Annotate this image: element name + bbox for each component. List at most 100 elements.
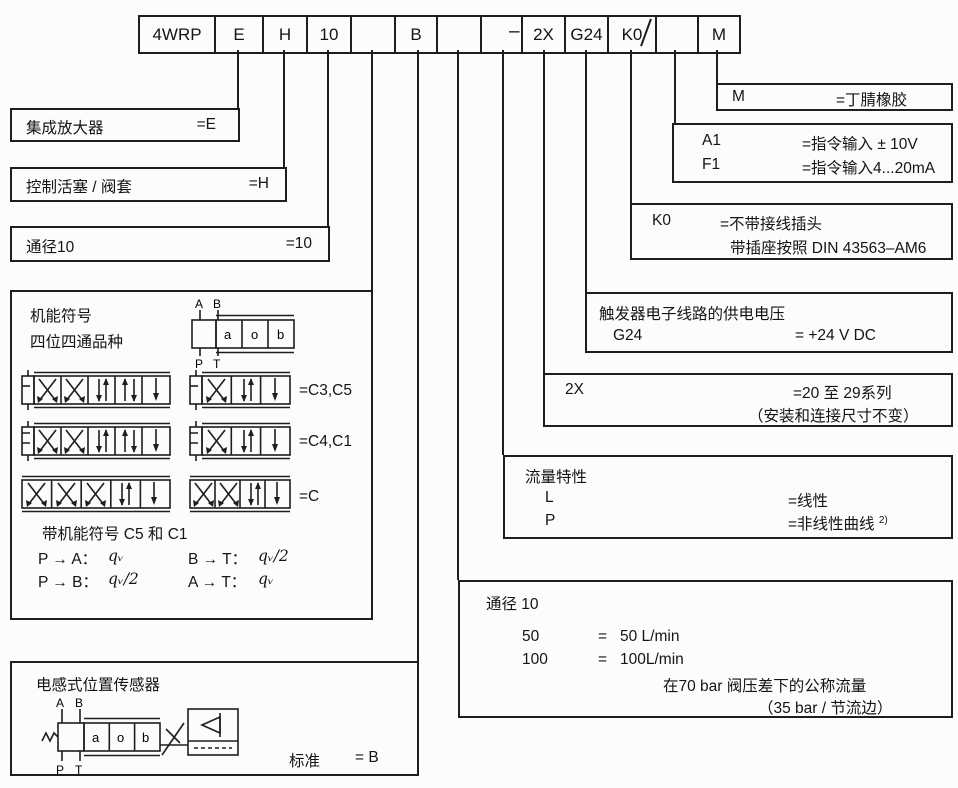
valve-symbol-wide-2	[21, 421, 171, 461]
code-cell-size: 10	[308, 17, 352, 52]
code-cell-series: 2X	[523, 17, 566, 52]
flow-char-l-code: L	[545, 489, 554, 506]
size-box: 通径10 =10	[10, 226, 330, 262]
sensor-pos-o-label: o	[117, 730, 124, 745]
flow-characteristic-box: 流量特性 L =线性 P =非线性曲线 2)	[503, 455, 953, 539]
flow-rate-100-eq: =	[598, 651, 608, 668]
flow-line-1-v1: qᵥ	[108, 547, 124, 565]
command-row-a1-value: =指令输入 ± 10V	[802, 136, 918, 153]
connector-line-spool	[283, 50, 285, 167]
connector-code: K0	[652, 212, 671, 229]
size-label: 通径10	[26, 239, 75, 256]
port-p-label: P	[195, 357, 203, 371]
code-cell-command	[657, 17, 699, 52]
seal-value: =丁腈橡胶	[836, 92, 908, 109]
flow-char-p-value-text: =非线性曲线	[788, 516, 875, 533]
code-cell-amplifier: E	[216, 17, 264, 52]
connector-line-flow	[457, 50, 459, 580]
flow-rate-note-1: 在70 bar 阀压差下的公称流量	[663, 678, 867, 695]
spool-position-diagram: A B a o b P T	[191, 297, 295, 371]
connector-box: K0 =不带接线插头 带插座按照 DIN 43563–AM6	[630, 203, 953, 260]
flow-rate-50-value: 50 L/min	[620, 628, 680, 645]
symbols-title-1: 机能符号	[30, 308, 93, 325]
sensor-pos-b-label: b	[142, 730, 149, 745]
series-box: 2X =20 至 29系列 （安装和连接尺寸不变）	[543, 373, 953, 427]
flow-line-1-c1: P → A：	[38, 551, 98, 568]
sensor-title: 电感式位置传感器	[36, 677, 161, 694]
connector-line-seal	[716, 50, 718, 83]
pos-a-label: a	[224, 327, 232, 342]
flow-char-p-value: =非线性曲线 2)	[788, 512, 888, 534]
symbol-row-2-value: =C4,C1	[299, 433, 352, 450]
pos-b-label: b	[277, 327, 284, 342]
series-line-2: （安装和连接尺寸不变）	[748, 408, 919, 425]
code-cell-symbol	[352, 17, 396, 52]
sensor-box: 电感式位置传感器 A B a o b	[10, 661, 419, 777]
flow-char-p-code: P	[545, 512, 556, 529]
flow-rate-box: 通径 10 50 = 50 L/min 100 = 100L/min 在70 b…	[458, 580, 953, 718]
command-row-a1-code: A1	[702, 132, 721, 149]
port-a-label: A	[195, 297, 203, 311]
flow-rate-50-code: 50	[522, 628, 540, 645]
amplifier-value: =E	[196, 116, 216, 133]
connector-line-2: 带插座按照 DIN 43563–AM6	[730, 240, 927, 257]
connector-line-1: =不带接线插头	[720, 216, 823, 233]
connector-line-command	[674, 50, 676, 123]
sensor-port-b-label: B	[75, 696, 83, 710]
port-t-label: T	[213, 357, 221, 371]
supply-value: = +24 V DC	[795, 327, 876, 344]
connector-line-flowchar	[502, 50, 504, 455]
flow-line-1-v2: qᵥ/2	[258, 547, 289, 565]
flow-rate-note-2: （35 bar / 节流边）	[758, 700, 893, 717]
series-code: 2X	[565, 381, 584, 398]
amplifier-label: 集成放大器	[26, 120, 104, 137]
flow-rate-100-value: 100L/min	[620, 651, 684, 668]
supply-box: 触发器电子线路的供电电压 G24 = +24 V DC	[585, 292, 953, 353]
symbols-note-title: 带机能符号 C5 和 C1	[42, 526, 188, 543]
code-cell-flowchar	[482, 17, 523, 52]
flow-line-1-c2: B → T：	[188, 551, 248, 568]
valve-symbol-wide-3	[21, 475, 171, 513]
symbol-row-3-value: =C	[299, 488, 320, 505]
spool-label: 控制活塞 / 阀套	[26, 179, 132, 196]
flow-line-2-v2: qᵥ	[258, 570, 274, 588]
flow-char-title: 流量特性	[525, 469, 588, 486]
flow-char-l-value: =线性	[788, 493, 829, 510]
symbol-row-1-value: =C3,C5	[299, 382, 352, 399]
connector-line-connector	[630, 50, 632, 203]
flow-rate-50-eq: =	[598, 628, 608, 645]
flow-line-2-v1: qᵥ/2	[108, 570, 139, 588]
model-code-row: 4WRP E H 10 B 2X G24 K0 M	[138, 15, 741, 54]
sensor-port-p-label: P	[56, 763, 64, 777]
series-line-1: =20 至 29系列	[793, 385, 892, 402]
symbols-box: 机能符号 四位四通品种 A B a o b P T	[10, 290, 373, 620]
symbols-title-2: 四位四通品种	[30, 334, 124, 351]
spool-box: 控制活塞 / 阀套 =H	[10, 167, 287, 202]
size-value: =10	[285, 235, 312, 252]
valve-symbol-narrow-1	[189, 370, 291, 410]
sensor-port-t-label: T	[75, 763, 83, 777]
flow-line-2-c1: P → B：	[38, 574, 99, 591]
flow-rate-title: 通径 10	[486, 596, 539, 613]
connector-line-symbols	[371, 50, 373, 290]
flow-rate-100-code: 100	[522, 651, 548, 668]
sensor-value: = B	[355, 749, 379, 766]
valve-symbol-narrow-3	[189, 475, 291, 513]
code-cell-connector: K0	[609, 17, 657, 52]
code-cell-seal: M	[711, 24, 727, 44]
port-b-label: B	[213, 297, 221, 311]
connector-line-supply	[585, 50, 587, 292]
command-row-f1-value: =指令输入4...20mA	[802, 160, 936, 177]
supply-code: G24	[613, 327, 643, 344]
valve-symbol-wide-1	[21, 370, 171, 410]
flow-char-footnote: 2)	[878, 514, 888, 526]
sensor-standard-label: 标准	[289, 753, 321, 770]
code-cell-sensor: B	[396, 17, 438, 52]
connector-line-sensor	[417, 50, 419, 661]
supply-title: 触发器电子线路的供电电压	[599, 306, 786, 323]
connector-line-series	[543, 50, 545, 373]
code-cell-type: 4WRP	[140, 17, 216, 52]
flow-line-2-c2: A → T：	[188, 574, 247, 591]
code-cell-supply: G24	[566, 17, 609, 52]
